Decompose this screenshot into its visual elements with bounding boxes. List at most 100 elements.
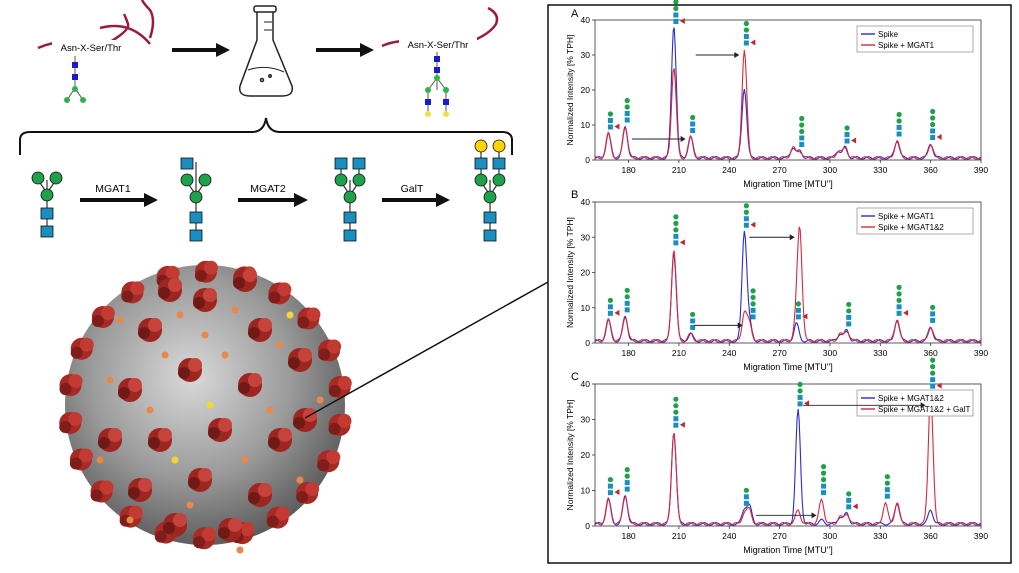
legend-label: Spike + MGAT1&2 — [878, 223, 944, 232]
glycan-structure-icon — [896, 111, 902, 137]
y-tick-label: 40 — [581, 379, 591, 389]
series-line — [594, 230, 982, 343]
zoom-connector-line — [304, 281, 549, 419]
spike-protein — [59, 412, 83, 435]
spike-protein — [248, 483, 272, 507]
y-tick-label: 30 — [581, 232, 591, 242]
x-tick-label: 240 — [722, 165, 736, 175]
x-tick-label: 210 — [672, 531, 686, 541]
glycan-structure-icon — [624, 287, 630, 313]
spike-protein — [297, 307, 321, 330]
spike-protein — [193, 527, 217, 550]
surface-protein — [186, 501, 194, 509]
spike-protein — [248, 318, 272, 342]
surface-protein — [126, 516, 134, 524]
spike-protein — [194, 260, 218, 283]
x-tick-label: 270 — [773, 165, 787, 175]
enzyme-label-mgat1: MGAT1 — [95, 183, 131, 195]
spike-protein — [193, 288, 217, 312]
enzyme-label-galt: GalT — [401, 183, 424, 195]
spike-protein — [218, 518, 242, 542]
spike-protein — [188, 468, 212, 492]
spike-protein — [138, 318, 162, 342]
y-tick-label: 40 — [581, 197, 591, 207]
y-tick-label: 30 — [581, 415, 591, 425]
x-tick-label: 390 — [974, 348, 988, 358]
spike-proteins — [59, 260, 352, 550]
spike-protein — [296, 482, 320, 505]
y-tick-label: 20 — [581, 85, 591, 95]
surface-protein — [231, 306, 239, 314]
peptide-label-box-right — [399, 37, 477, 51]
legend-box — [856, 25, 974, 53]
glycan-structure-icon — [750, 288, 756, 320]
glycan-structure-icon — [607, 297, 620, 316]
glycan-structure-icon — [607, 477, 620, 496]
glycan-pathway: MGAT1 MGAT2 — [31, 139, 506, 242]
spike-protein — [70, 337, 94, 360]
spike-protein — [148, 428, 172, 452]
glycan-structure-icon — [896, 284, 909, 316]
surface-proteins — [96, 306, 324, 554]
electropherogram-frame — [547, 4, 1012, 564]
x-axis-label: Migration Time [MTU''] — [743, 179, 832, 189]
spike-protein — [328, 413, 352, 436]
glycan-structure-icon — [846, 491, 858, 510]
surface-protein — [236, 546, 244, 554]
spike-protein — [128, 478, 152, 502]
glycan-structure-icon — [743, 203, 756, 228]
spike-protein — [98, 428, 122, 452]
y-axis-label: Normalized Intensity [% TPH] — [565, 217, 575, 328]
surface-protein — [296, 476, 304, 484]
x-tick-label: 240 — [722, 531, 736, 541]
x-tick-label: 330 — [873, 348, 887, 358]
conversion-arrow — [749, 234, 795, 241]
conversion-arrow — [695, 52, 740, 58]
y-tick-label: 10 — [581, 120, 591, 130]
x-tick-label: 180 — [621, 348, 635, 358]
complex-galactosylated-glycan-icon — [425, 52, 449, 117]
x-tick-label: 360 — [924, 348, 938, 358]
spike-protein — [268, 282, 292, 305]
surface-protein — [221, 351, 229, 359]
panel-letter: A — [571, 8, 579, 20]
panel-letter: B — [571, 189, 578, 201]
x-axis-label: Migration Time [MTU''] — [743, 545, 832, 555]
glycan-structure-icon — [930, 357, 942, 389]
conversion-arrow — [631, 136, 686, 142]
conversion-arrow — [803, 402, 926, 409]
legend-label: Spike + MGAT1&2 — [878, 394, 944, 403]
y-tick-label: 20 — [581, 450, 591, 460]
glycan-structure-icon — [820, 464, 827, 496]
surface-protein — [201, 331, 209, 339]
spike-protein — [59, 374, 83, 397]
y-tick-label: 0 — [585, 521, 590, 531]
peptide-label-box — [52, 40, 130, 54]
series-line — [594, 49, 982, 160]
x-tick-label: 330 — [873, 531, 887, 541]
x-tick-label: 300 — [823, 165, 837, 175]
spike-protein — [288, 348, 312, 372]
glycan-mgat1-product-icon — [180, 157, 212, 242]
spike-protein — [233, 268, 257, 292]
panel-letter: C — [571, 371, 579, 383]
glycan-structure-icon — [743, 20, 756, 46]
y-tick-label: 0 — [585, 155, 590, 165]
surface-protein — [316, 396, 324, 404]
x-tick-label: 360 — [924, 531, 938, 541]
glycan-structure-icon — [673, 396, 685, 428]
glycan-man3-icon — [31, 171, 63, 238]
spike-protein — [293, 408, 317, 432]
spike-protein — [318, 339, 342, 362]
spike-protein — [238, 373, 262, 397]
conversion-arrow — [694, 322, 743, 329]
y-tick-label: 30 — [581, 50, 591, 60]
spike-protein — [90, 480, 114, 503]
surface-protein — [206, 401, 214, 409]
glycan-structure-icon — [673, 214, 685, 246]
x-tick-label: 300 — [823, 348, 837, 358]
enzyme-label-mgat2: MGAT2 — [250, 183, 286, 195]
spike-protein — [328, 375, 352, 398]
